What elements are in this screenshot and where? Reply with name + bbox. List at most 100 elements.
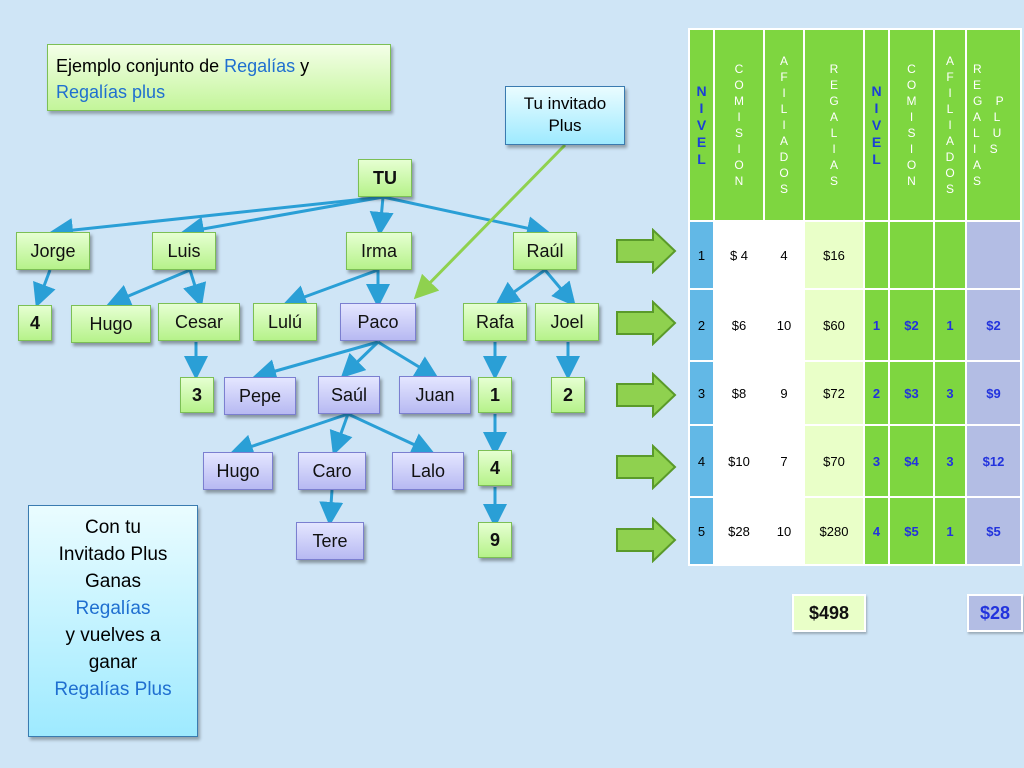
cell-nivel-plus: 2 <box>863 360 890 426</box>
header-afiliados: A F I L I A D O S <box>763 28 805 222</box>
node-hugo-1: Hugo <box>71 305 151 343</box>
info-line5: y vuelves a <box>65 625 161 646</box>
row-arrow-5 <box>616 517 677 563</box>
cell-afiliados: 10 <box>763 288 805 362</box>
node-pepe: Pepe <box>224 377 296 415</box>
node-irma: Irma <box>346 232 412 270</box>
node-lulu: Lulú <box>253 303 317 341</box>
row-arrow-3 <box>616 372 677 418</box>
node-cesar: Cesar <box>158 303 240 341</box>
node-hugo-2: Hugo <box>203 452 273 490</box>
title-highlight-plus: Regalías plus <box>56 82 166 102</box>
cell-afiliados-plus: 3 <box>933 360 967 426</box>
cell-comision: $8 <box>713 360 765 426</box>
count-cesar: 3 <box>180 377 214 413</box>
header-afiliados-plus: A F I L I A D O S <box>933 28 967 222</box>
node-paco: Paco <box>340 303 416 341</box>
row-arrow-4 <box>616 444 677 490</box>
total-regalias: $498 <box>792 594 866 632</box>
count-jorge: 4 <box>18 305 52 341</box>
cell-nivel-plus: 4 <box>863 496 890 566</box>
info-line6: ganar <box>88 652 138 673</box>
header-regalias: R E G A L I A S <box>803 28 865 222</box>
row-arrow-2 <box>616 300 677 346</box>
cell-comision-plus <box>888 220 935 290</box>
cell-comision-plus: $3 <box>888 360 935 426</box>
cell-nivel: 1 <box>688 220 715 290</box>
total-regalias-plus: $28 <box>967 594 1023 632</box>
title-text: Ejemplo conjunto de <box>56 56 225 76</box>
row-arrow-1 <box>616 228 677 274</box>
cell-comision-plus: $4 <box>888 424 935 498</box>
count-rafa: 1 <box>478 377 512 413</box>
cell-comision: $28 <box>713 496 765 566</box>
cell-afiliados-plus: 1 <box>933 288 967 362</box>
node-raul: Raúl <box>513 232 577 270</box>
cell-nivel: 3 <box>688 360 715 426</box>
count-level5: 9 <box>478 522 512 558</box>
cell-regalias: $280 <box>803 496 865 566</box>
cell-nivel-plus: 1 <box>863 288 890 362</box>
header-comision-plus: C O M I S I O N <box>888 28 935 222</box>
title-box: Ejemplo conjunto de Regalías y Regalías … <box>47 44 391 111</box>
callout-line2: Plus <box>548 116 582 135</box>
callout-box: Tu invitado Plus <box>505 86 625 145</box>
info-line2: Invitado Plus <box>58 544 168 565</box>
cell-regalias: $70 <box>803 424 865 498</box>
info-box: Con tu Invitado Plus Ganas Regalías y vu… <box>28 505 198 737</box>
info-line7: Regalías Plus <box>54 679 172 700</box>
cell-nivel-plus: 3 <box>863 424 890 498</box>
cell-regalias-plus: $5 <box>965 496 1022 566</box>
header-nivel: N I V E L <box>688 28 715 222</box>
cell-afiliados: 10 <box>763 496 805 566</box>
cell-afiliados: 9 <box>763 360 805 426</box>
header-comision: C O M I S I O N <box>713 28 765 222</box>
node-rafa: Rafa <box>463 303 527 341</box>
cell-comision: $6 <box>713 288 765 362</box>
node-tere: Tere <box>296 522 364 560</box>
count-joel: 2 <box>551 377 585 413</box>
cell-afiliados-plus <box>933 220 967 290</box>
header-regalias-plus: R E G P A L L U I S A S <box>965 28 1022 222</box>
node-juan: Juan <box>399 376 471 414</box>
cell-regalias-plus <box>965 220 1022 290</box>
callout-line1: Tu invitado <box>523 94 607 113</box>
node-luis: Luis <box>152 232 216 270</box>
cell-regalias: $72 <box>803 360 865 426</box>
info-line1: Con tu <box>85 517 141 538</box>
node-saul: Saúl <box>318 376 380 414</box>
cell-regalias: $16 <box>803 220 865 290</box>
cell-regalias-plus: $2 <box>965 288 1022 362</box>
node-jorge: Jorge <box>16 232 90 270</box>
cell-comision-plus: $2 <box>888 288 935 362</box>
royalties-table: N I V E L C O M I S I O N A F I L I A D … <box>688 28 1022 566</box>
cell-regalias-plus: $9 <box>965 360 1022 426</box>
header-nivel-plus: N I V E L <box>863 28 890 222</box>
cell-comision: $ 4 <box>713 220 765 290</box>
count-level4: 4 <box>478 450 512 486</box>
cell-afiliados-plus: 1 <box>933 496 967 566</box>
title-text-y: y <box>295 56 310 76</box>
cell-nivel-plus <box>863 220 890 290</box>
node-joel: Joel <box>535 303 599 341</box>
cell-afiliados: 4 <box>763 220 805 290</box>
node-lalo: Lalo <box>392 452 464 490</box>
cell-regalias-plus: $12 <box>965 424 1022 498</box>
info-line3: Ganas <box>85 571 141 592</box>
cell-comision: $10 <box>713 424 765 498</box>
cell-nivel: 4 <box>688 424 715 498</box>
cell-afiliados-plus: 3 <box>933 424 967 498</box>
title-highlight-regalias: Regalías <box>224 56 296 76</box>
root-node: TU <box>358 159 412 197</box>
cell-comision-plus: $5 <box>888 496 935 566</box>
cell-nivel: 2 <box>688 288 715 362</box>
cell-regalias: $60 <box>803 288 865 362</box>
node-caro: Caro <box>298 452 366 490</box>
cell-afiliados: 7 <box>763 424 805 498</box>
